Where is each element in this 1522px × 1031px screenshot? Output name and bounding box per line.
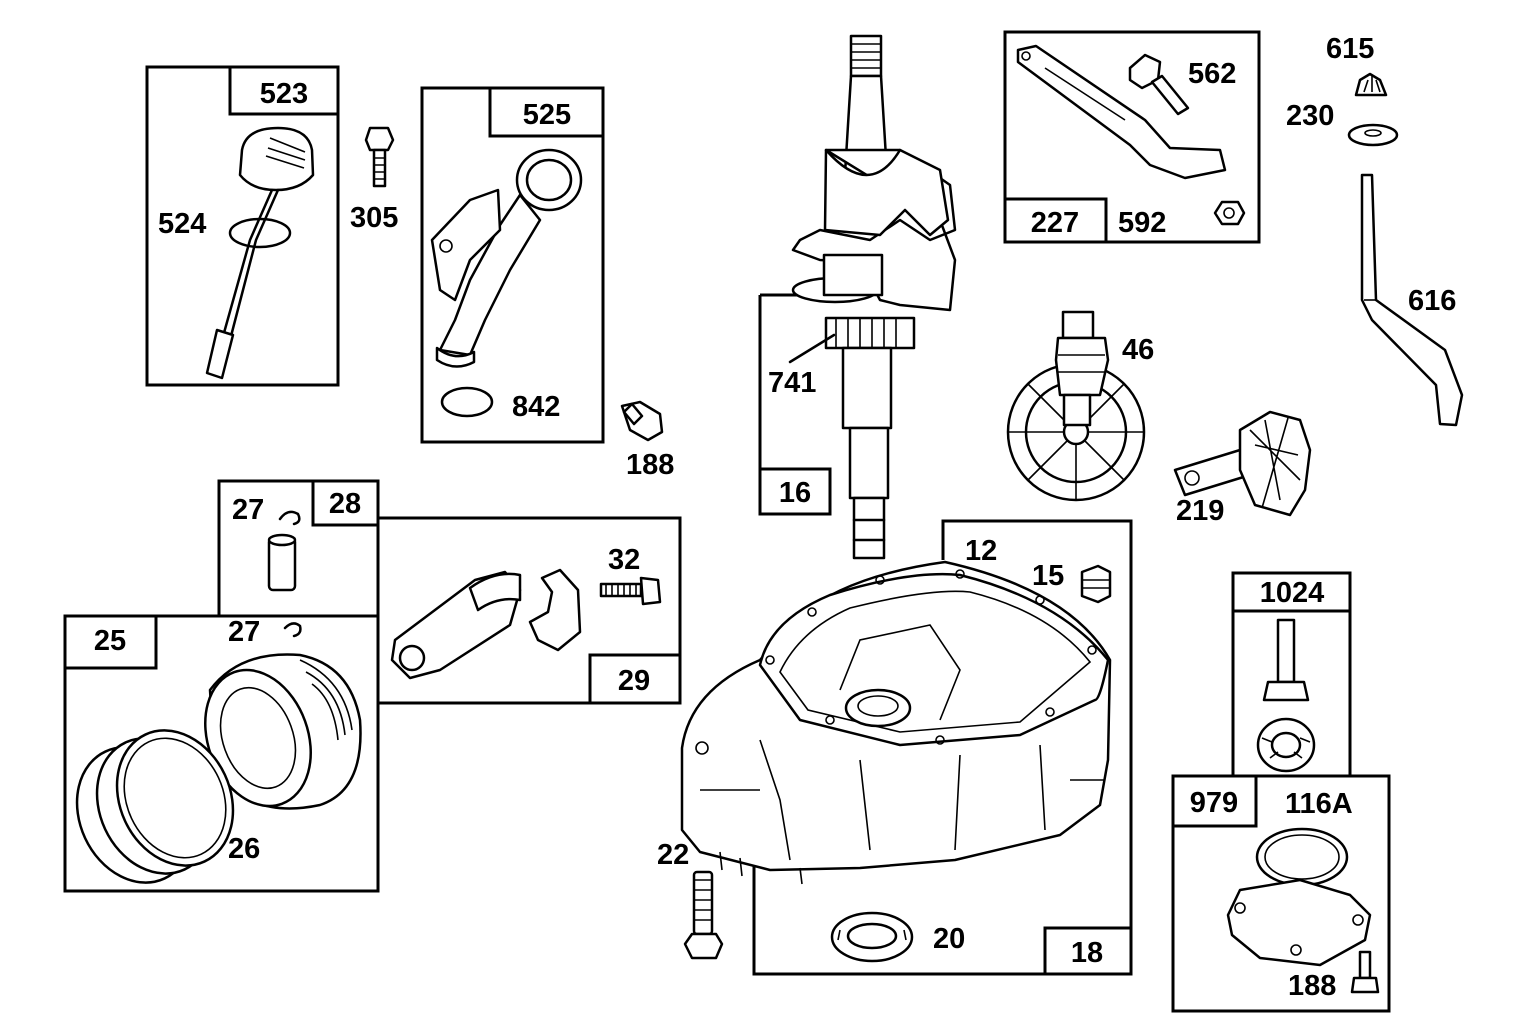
- plug-15-part: [1080, 564, 1112, 604]
- crankshaft-part: [791, 34, 957, 560]
- part-842-label: 842: [512, 391, 560, 423]
- group-18: 18: [680, 519, 1133, 976]
- part-592-label: 592: [1118, 207, 1166, 239]
- pump-cover-part: [1226, 827, 1372, 967]
- part-616-label: 616: [1408, 285, 1456, 317]
- part-219-label: 219: [1176, 495, 1224, 527]
- part-15-label: 15: [1032, 560, 1064, 592]
- rod-cap-part: [528, 568, 582, 652]
- group-18-label: 18: [1071, 937, 1103, 969]
- connecting-rod-part: [390, 570, 522, 680]
- part-26-label: 26: [228, 833, 260, 865]
- group-227-label: 227: [1031, 207, 1079, 239]
- bolt-562-part: [1128, 53, 1190, 116]
- part-188-screw: 188: [620, 400, 674, 481]
- part-230-label: 230: [1286, 100, 1334, 132]
- nut-592-part: [1213, 200, 1246, 226]
- group-979-label: 979: [1190, 787, 1238, 819]
- rod-bolt-32-part: [599, 576, 662, 606]
- dipstick-part: [205, 126, 315, 380]
- group-525-label: 525: [523, 99, 571, 131]
- part-616: 616: [1360, 173, 1464, 427]
- part-46-camshaft: 46: [1006, 310, 1154, 502]
- governor-lever-part: [1016, 44, 1227, 180]
- part-230: 230: [1286, 100, 1399, 147]
- group-1024-label: 1024: [1260, 577, 1325, 609]
- group-25-label: 25: [94, 625, 126, 657]
- group-525: 525 842: [420, 86, 605, 444]
- group-523-label: 523: [260, 78, 308, 110]
- part-188b-label: 188: [1288, 970, 1336, 1002]
- part-188a-label: 188: [626, 449, 674, 481]
- group-16-label: 16: [779, 477, 811, 509]
- part-27a-label: 27: [232, 494, 264, 526]
- part-741-label: 741: [768, 367, 816, 399]
- part-219-governor: 219: [1173, 410, 1312, 527]
- part-12-label: 12: [965, 535, 997, 567]
- sump-housing-part: [680, 560, 1112, 885]
- group-227: 227 562 592: [1003, 30, 1261, 244]
- oil-seal-20-part: [830, 911, 914, 963]
- part-22-label: 22: [657, 839, 689, 871]
- group-25: 25 27 26: [63, 614, 380, 893]
- oil-fill-tube-part: [430, 148, 583, 418]
- group-523: 523 524: [145, 65, 340, 387]
- screw-188-part: [1350, 950, 1380, 994]
- part-116A-label: 116A: [1285, 788, 1353, 820]
- part-305-label: 305: [350, 202, 398, 234]
- part-615: 615: [1326, 33, 1388, 97]
- group-16: 16 741: [758, 34, 957, 560]
- part-524-label: 524: [158, 208, 206, 240]
- oil-pump-shaft-part: [1256, 618, 1316, 773]
- part-562-label: 562: [1188, 58, 1236, 90]
- group-979: 979 116A 188: [1171, 774, 1391, 1013]
- part-305: 305: [350, 126, 398, 234]
- group-1024: 1024: [1231, 571, 1352, 778]
- piston-pin-part: [267, 510, 301, 592]
- piston-rings-part: [75, 729, 235, 884]
- part-22-bolt: 22: [657, 839, 724, 960]
- part-32-label: 32: [608, 544, 640, 576]
- part-46-label: 46: [1122, 334, 1154, 366]
- part-20-label: 20: [933, 923, 965, 955]
- group-29: 29 32: [376, 516, 682, 705]
- part-615-label: 615: [1326, 33, 1374, 65]
- group-28: 28 27: [217, 479, 380, 616]
- piston-part: [204, 653, 362, 810]
- group-29-label: 29: [618, 665, 650, 697]
- part-27b-label: 27: [228, 616, 260, 648]
- group-28-label: 28: [329, 488, 361, 520]
